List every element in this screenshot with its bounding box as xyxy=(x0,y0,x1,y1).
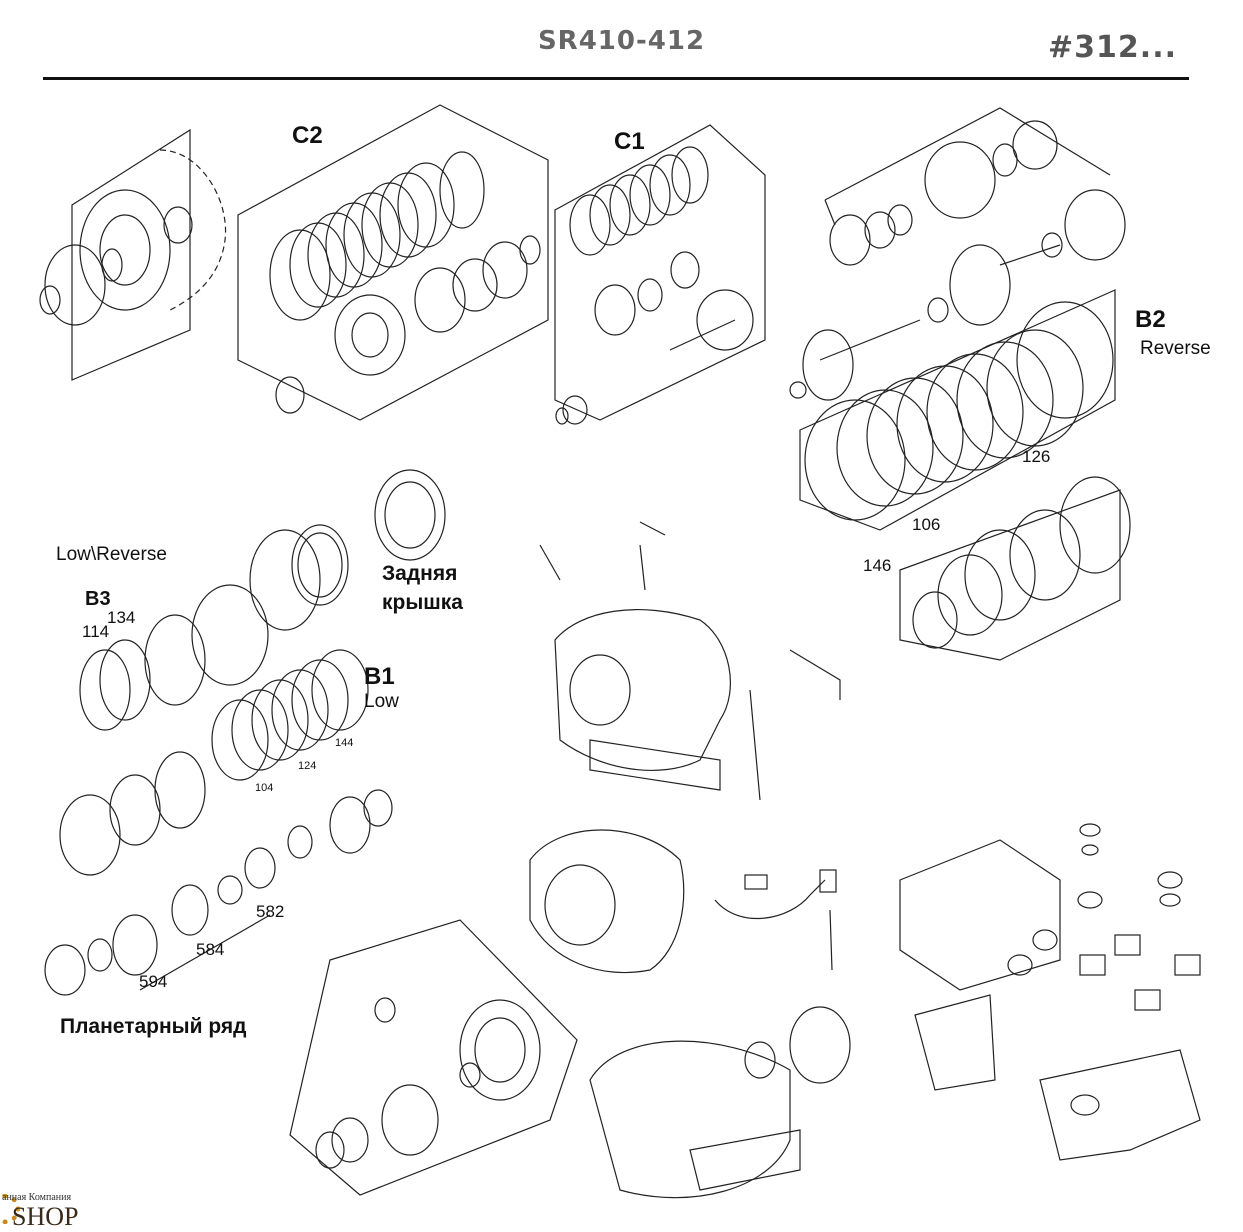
callout-126: 126 xyxy=(1022,447,1051,466)
callout-124: 124 xyxy=(298,760,317,772)
c2-clutch-group xyxy=(237,104,549,421)
planetary-group xyxy=(44,847,276,996)
transmission-case-group xyxy=(529,609,851,1199)
label-low-reverse: Low\Reverse xyxy=(56,544,167,565)
callout-584: 584 xyxy=(196,940,225,959)
callout-104: 104 xyxy=(255,782,274,794)
diagram-title: SR410-412 xyxy=(537,26,706,56)
diagram-code: #312... xyxy=(1048,30,1177,65)
callout-114: 114 xyxy=(82,622,110,641)
reduction-gear-group xyxy=(789,107,1126,401)
label-b2-sub: Reverse xyxy=(1140,338,1211,359)
callout-144: 144 xyxy=(335,737,354,749)
label-b1: B1 xyxy=(364,663,395,690)
wiring-harness-group xyxy=(539,521,837,971)
gear-icon xyxy=(0,1194,20,1224)
label-b1-sub: Low xyxy=(364,691,399,712)
b2-brake-group xyxy=(799,289,1131,661)
logo-shop: SHOP xyxy=(12,1202,79,1231)
label-b2: B2 xyxy=(1135,306,1166,333)
label-planetary: Планетарный ряд xyxy=(60,1015,247,1038)
label-c2: C2 xyxy=(292,122,323,149)
b3-b1-brake-group xyxy=(59,584,393,876)
logo-caption: анная Компания xyxy=(2,1192,72,1203)
oil-pump-group xyxy=(39,128,227,381)
header-rule xyxy=(43,77,1189,80)
label-rear-cover-line1: Задняя xyxy=(382,562,458,585)
rear-cover-group xyxy=(249,469,446,631)
callout-582: 582 xyxy=(256,902,285,921)
label-rear-cover-line2: крышка xyxy=(382,591,463,614)
callout-594: 594 xyxy=(139,972,168,991)
callout-106: 106 xyxy=(912,515,941,534)
valve-body-group xyxy=(899,823,1201,1161)
callout-134: 134 xyxy=(107,608,136,627)
c1-clutch-group xyxy=(554,124,766,425)
differential-group xyxy=(289,919,578,1196)
company-logo: анная Компания SHOP xyxy=(0,1190,120,1231)
label-c1: C1 xyxy=(614,128,645,155)
label-b3: B3 xyxy=(85,588,111,610)
callout-146: 146 xyxy=(863,556,892,575)
